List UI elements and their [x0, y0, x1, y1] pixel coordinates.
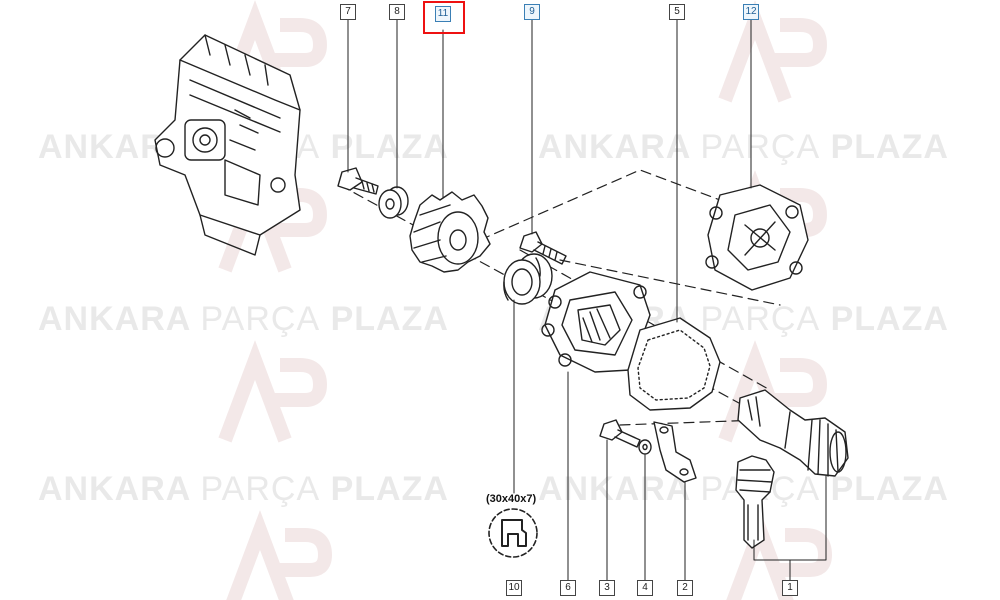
- callout-12[interactable]: 12: [743, 4, 759, 20]
- watermark-text: ANKARA PARÇA PLAZA: [38, 300, 449, 338]
- pinion-1-drawing: [735, 455, 775, 549]
- callout-8[interactable]: 8: [389, 4, 405, 20]
- bolt-3-drawing: [599, 419, 641, 448]
- gear-11-drawing: [409, 191, 491, 273]
- leader-lines: [347, 17, 827, 581]
- seal-section-detail: [488, 508, 538, 558]
- washer-4-drawing: [638, 439, 652, 455]
- callout-2[interactable]: 2: [677, 580, 693, 596]
- callout-11[interactable]: 11: [435, 6, 451, 22]
- gasket-5-drawing: [627, 317, 721, 411]
- callout-7[interactable]: 7: [340, 4, 356, 20]
- bolt-9-drawing: [519, 231, 567, 265]
- washer-8-drawing: [378, 186, 409, 219]
- callout-4[interactable]: 4: [637, 580, 653, 596]
- callout-5[interactable]: 5: [669, 4, 685, 20]
- shaft-1-drawing: [737, 389, 849, 477]
- engine-block-drawing: [154, 34, 301, 256]
- watermark-logo: [226, 510, 333, 600]
- callout-1[interactable]: 1: [782, 580, 798, 596]
- callout-6[interactable]: 6: [560, 580, 576, 596]
- watermark-text: ANKARA PARÇA PLAZA: [38, 470, 449, 508]
- seal-10-drawing: [503, 253, 553, 305]
- seal-size-label: (30x40x7): [486, 493, 537, 505]
- watermark-logo: [218, 340, 328, 443]
- cover-12-drawing: [705, 184, 809, 291]
- callout-9[interactable]: 9: [524, 4, 540, 20]
- callout-10[interactable]: 10: [506, 580, 522, 596]
- pump-body-6-drawing: [541, 271, 651, 373]
- watermark-logo: [718, 0, 828, 103]
- highlight-box: [423, 1, 465, 34]
- bolt-7-drawing: [337, 167, 379, 195]
- watermark-text: ANKARA PARÇA PLAZA: [538, 128, 949, 166]
- callout-3[interactable]: 3: [599, 580, 615, 596]
- bracket-2-drawing: [653, 421, 697, 483]
